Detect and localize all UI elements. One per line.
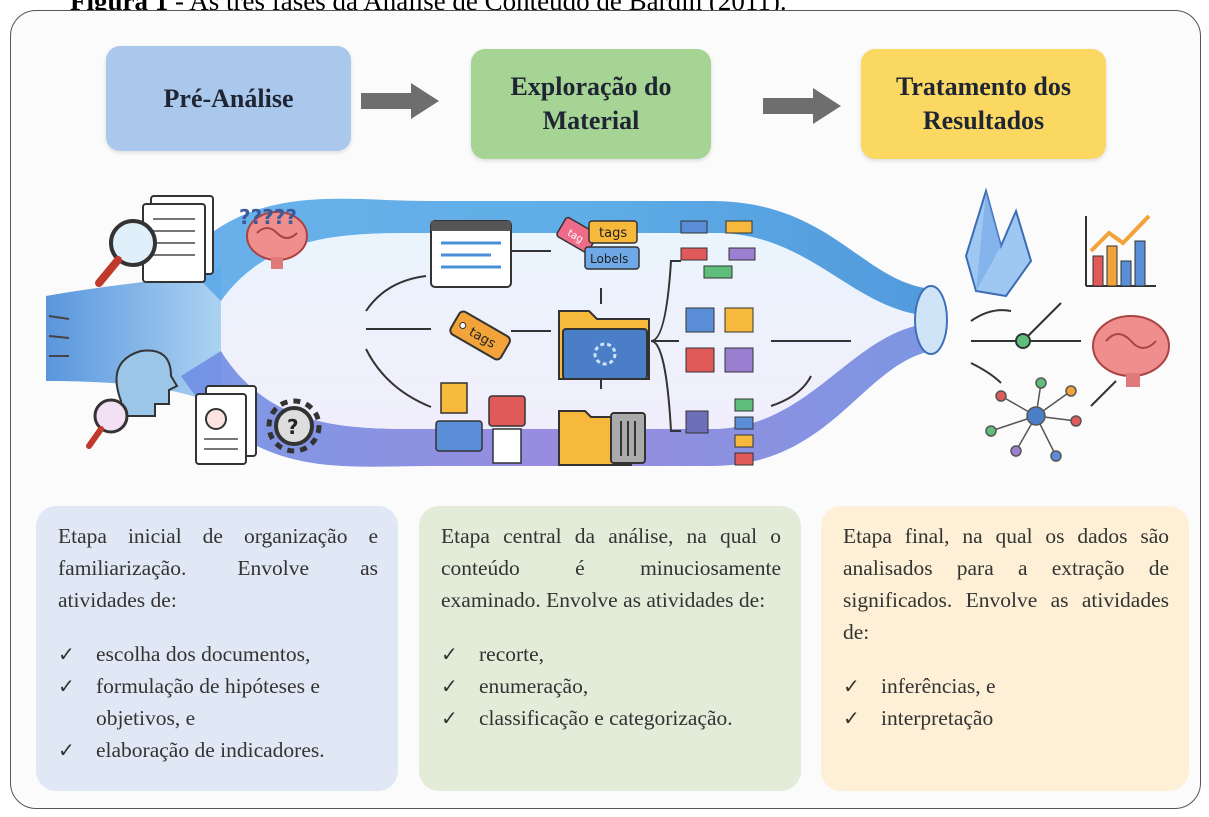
network-graph-icon xyxy=(985,377,1082,462)
phase-tratamento: Tratamento dos Resultados xyxy=(861,49,1106,159)
brain-question-icon: ????? xyxy=(239,205,308,269)
box-exploracao: Etapa central da análise, na qual o cont… xyxy=(419,506,801,791)
list-item: interpretação xyxy=(843,702,1169,734)
svg-text:tags: tags xyxy=(599,226,627,241)
phase-pre-analise: Pré-Análise xyxy=(106,46,351,151)
bar-chart-icon xyxy=(1085,214,1156,287)
svg-text:Lobels: Lobels xyxy=(590,252,628,266)
gear-question-icon: ? xyxy=(266,398,322,454)
phase-pre-analise-title: Pré-Análise xyxy=(163,83,294,113)
list-item: formulação de hipóteses e objetivos, e xyxy=(58,670,378,734)
phase-tratamento-title-line2: Resultados xyxy=(922,106,1045,135)
phase-exploracao-title-line1: Exploração do xyxy=(510,72,672,101)
diagram-frame: Pré-Análise Exploração do Material Trata… xyxy=(10,10,1201,809)
box-pre-analise: Etapa inicial de organização e familiari… xyxy=(36,506,398,791)
brain-icon xyxy=(1092,315,1170,387)
arrow-phase1-to-phase2 xyxy=(361,83,439,119)
box-exploracao-list: recorte, enumeração, classificação e cat… xyxy=(441,638,781,734)
folder-icon xyxy=(558,310,650,380)
list-item: classificação e categorização. xyxy=(441,702,781,734)
box-tratamento-list: inferências, e interpretação xyxy=(843,670,1169,734)
list-item: inferências, e xyxy=(843,670,1169,702)
box-tratamento-description: Etapa final, na qual os dados são analis… xyxy=(843,524,1169,644)
arrow-phase2-to-phase3 xyxy=(763,88,841,124)
flowchart-icon xyxy=(680,220,756,279)
text-window-icon xyxy=(430,220,512,288)
hierarchy-icon xyxy=(685,398,754,466)
decision-node-icon xyxy=(970,302,1081,384)
documents-magnifier-icon xyxy=(195,385,257,465)
svg-text:?: ? xyxy=(287,415,299,439)
inflow-arrows-icon xyxy=(48,315,70,357)
folder-trash-icon xyxy=(558,410,646,466)
phase-exploracao-title-line2: Material xyxy=(542,106,640,135)
crystal-icon xyxy=(964,187,1033,298)
box-exploracao-description: Etapa central da análise, na qual o cont… xyxy=(441,524,781,612)
box-pre-analise-list: escolha dos documentos, formulação de hi… xyxy=(58,638,378,766)
categorized-folders-icon xyxy=(685,307,754,373)
phase-tratamento-title-line1: Tratamento dos xyxy=(895,72,1071,101)
document-search-icon xyxy=(95,195,214,287)
phase-exploracao: Exploração do Material xyxy=(471,49,711,159)
list-item: enumeração, xyxy=(441,670,781,702)
node-icon xyxy=(1015,333,1031,349)
box-tratamento: Etapa final, na qual os dados são analis… xyxy=(821,506,1189,791)
head-analysis-icon xyxy=(86,349,179,449)
question-marks: ????? xyxy=(239,205,297,229)
list-item: elaboração de indicadores. xyxy=(58,734,378,766)
list-item: recorte, xyxy=(441,638,781,670)
tags-labels-icon: tag tags Lobels xyxy=(556,216,640,270)
box-pre-analise-description: Etapa inicial de organização e familiari… xyxy=(58,524,378,612)
documents-chat-icon xyxy=(435,382,526,464)
arrow-icon xyxy=(1090,380,1117,407)
process-illustration: ????? ? xyxy=(46,187,1170,467)
list-item: escolha dos documentos, xyxy=(58,638,378,670)
